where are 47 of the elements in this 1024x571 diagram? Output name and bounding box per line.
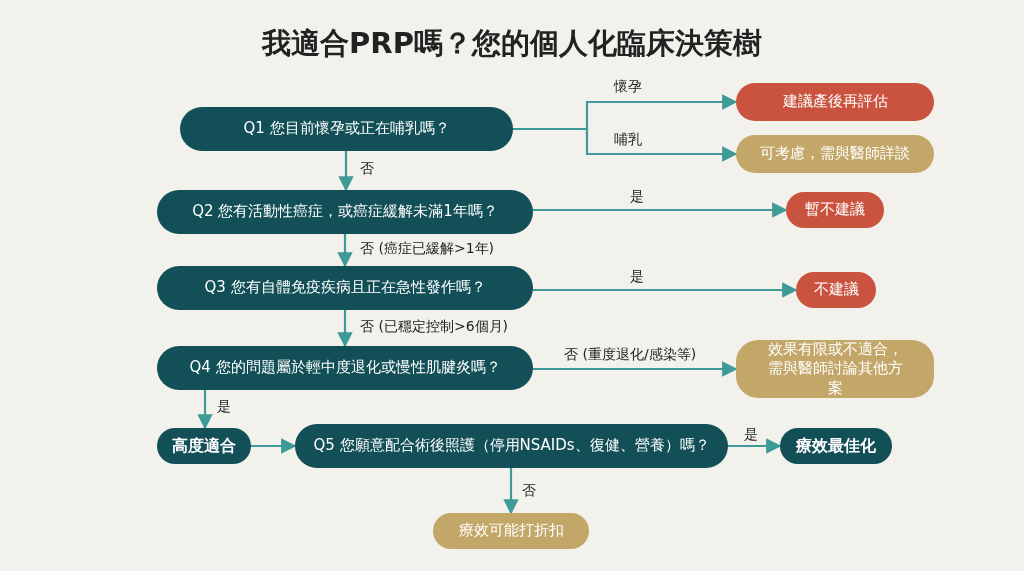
- edge-label: 是: [742, 426, 760, 443]
- node-text: Q3 您有自體免疫疾病且正在急性發作嗎？: [204, 278, 486, 298]
- arrow: [197, 390, 213, 430]
- node-text: 高度適合: [172, 435, 236, 457]
- edge-label: 哺乳: [612, 131, 644, 148]
- edge-label: 是: [628, 188, 646, 205]
- node-text: 效果有限或不適合，需與醫師討論其他方案: [766, 339, 904, 399]
- arrow: [533, 361, 738, 377]
- node-text: 療效可能打折扣: [458, 521, 564, 541]
- arrow: [533, 202, 788, 218]
- arrow: [337, 310, 353, 348]
- node-text: Q1 您目前懷孕或正在哺乳嗎？: [243, 119, 450, 139]
- edge-label: 是: [628, 268, 646, 285]
- edge-label: 是: [215, 398, 233, 415]
- question-box: [157, 346, 533, 390]
- arrow: [251, 438, 297, 454]
- edge-label: 懷孕: [612, 78, 644, 95]
- outcome-box: [433, 513, 589, 549]
- question-box: [180, 107, 513, 151]
- node-text: 療效最佳化: [796, 435, 876, 457]
- edge-label: 否 (癌症已緩解>1年): [358, 240, 496, 257]
- node-text: Q2 您有活動性癌症，或癌症緩解未滿1年嗎？: [192, 202, 498, 222]
- edge-label: 否: [520, 482, 538, 499]
- question-box: [157, 266, 533, 310]
- arrow: [338, 151, 354, 192]
- arrow: [503, 468, 519, 515]
- outcome-box: [796, 272, 876, 308]
- node-text: 暫不建議: [805, 200, 865, 220]
- outcome-box: [736, 135, 934, 173]
- outcome-box: [786, 192, 884, 228]
- question-box: [157, 190, 533, 234]
- node-text: 不建議: [813, 280, 859, 300]
- result-box: [157, 428, 251, 464]
- edge-label: 否 (已穩定控制>6個月): [358, 318, 510, 335]
- result-box: [780, 428, 892, 464]
- outcome-box: [736, 83, 934, 121]
- node-text: Q5 您願意配合術後照護（停用NSAIDs、復健、營養）嗎？: [313, 436, 710, 456]
- arrow: [337, 234, 353, 268]
- node-text: Q4 您的問題屬於輕中度退化或慢性肌腱炎嗎？: [189, 358, 501, 378]
- edge-label: 否: [358, 160, 376, 177]
- outcome-box: [736, 340, 934, 398]
- diagram-title: 我適合PRP嗎？您的個人化臨床決策樹: [260, 25, 763, 62]
- question-box: [295, 424, 728, 468]
- arrow: [533, 282, 798, 298]
- arrow: [728, 438, 782, 454]
- node-text: 建議產後再評估: [782, 92, 888, 112]
- node-text: 可考慮，需與醫師詳談: [760, 144, 910, 164]
